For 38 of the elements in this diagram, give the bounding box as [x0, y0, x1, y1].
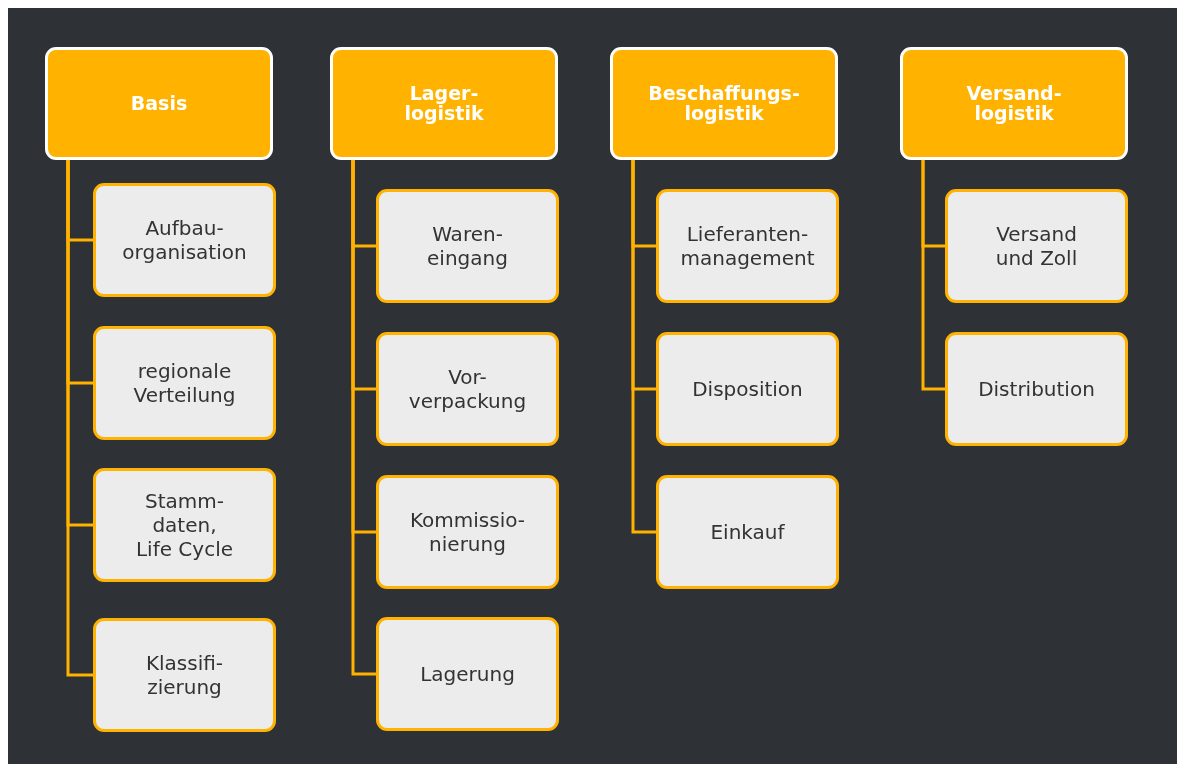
- topic-label: Aufbau-organisation: [121, 216, 248, 264]
- topic-box: [945, 332, 1128, 446]
- topic-label: Lagerung: [420, 662, 515, 686]
- topic-box: [93, 468, 276, 582]
- topic-label: Einkauf: [710, 520, 785, 544]
- topic-label: Vor-verpackung: [407, 365, 528, 413]
- topic-label: Waren-eingang: [426, 222, 509, 270]
- topic-box: [93, 618, 276, 732]
- topic-box: [376, 189, 559, 303]
- topic-label: Versand und Zoll: [994, 222, 1079, 270]
- topic-label: Kommissio-nierung: [408, 508, 527, 556]
- category-label: Beschaffungs-logistik: [647, 83, 801, 124]
- topic-label: Lieferanten-management: [679, 222, 816, 270]
- topic-label: regionale Verteilung: [132, 359, 237, 407]
- category-box: [45, 47, 273, 160]
- topic-box: [376, 332, 559, 446]
- connector-line: [351, 160, 376, 676]
- topic-label: Distribution: [978, 377, 1095, 401]
- topic-box: [656, 475, 839, 589]
- topic-box: [656, 332, 839, 446]
- category-box: [900, 47, 1128, 160]
- connector-line: [631, 160, 656, 534]
- category-label: Lager-logistik: [403, 83, 485, 124]
- topic-label: Stamm-daten, Life Cycle: [134, 489, 235, 561]
- topic-box: [93, 183, 276, 297]
- connector-line: [921, 160, 945, 391]
- connector-line: [66, 160, 93, 677]
- topic-box: [93, 326, 276, 440]
- topic-box: [376, 617, 559, 731]
- category-box: [330, 47, 558, 160]
- topic-box: [376, 475, 559, 589]
- topic-box: [945, 189, 1128, 303]
- topic-box: [656, 189, 839, 303]
- category-box: [610, 47, 838, 160]
- topic-label: Klassifi-zierung: [144, 651, 225, 699]
- topic-label: Disposition: [692, 377, 803, 401]
- category-label: Versand-logistik: [965, 83, 1063, 124]
- category-label: Basis: [130, 93, 188, 114]
